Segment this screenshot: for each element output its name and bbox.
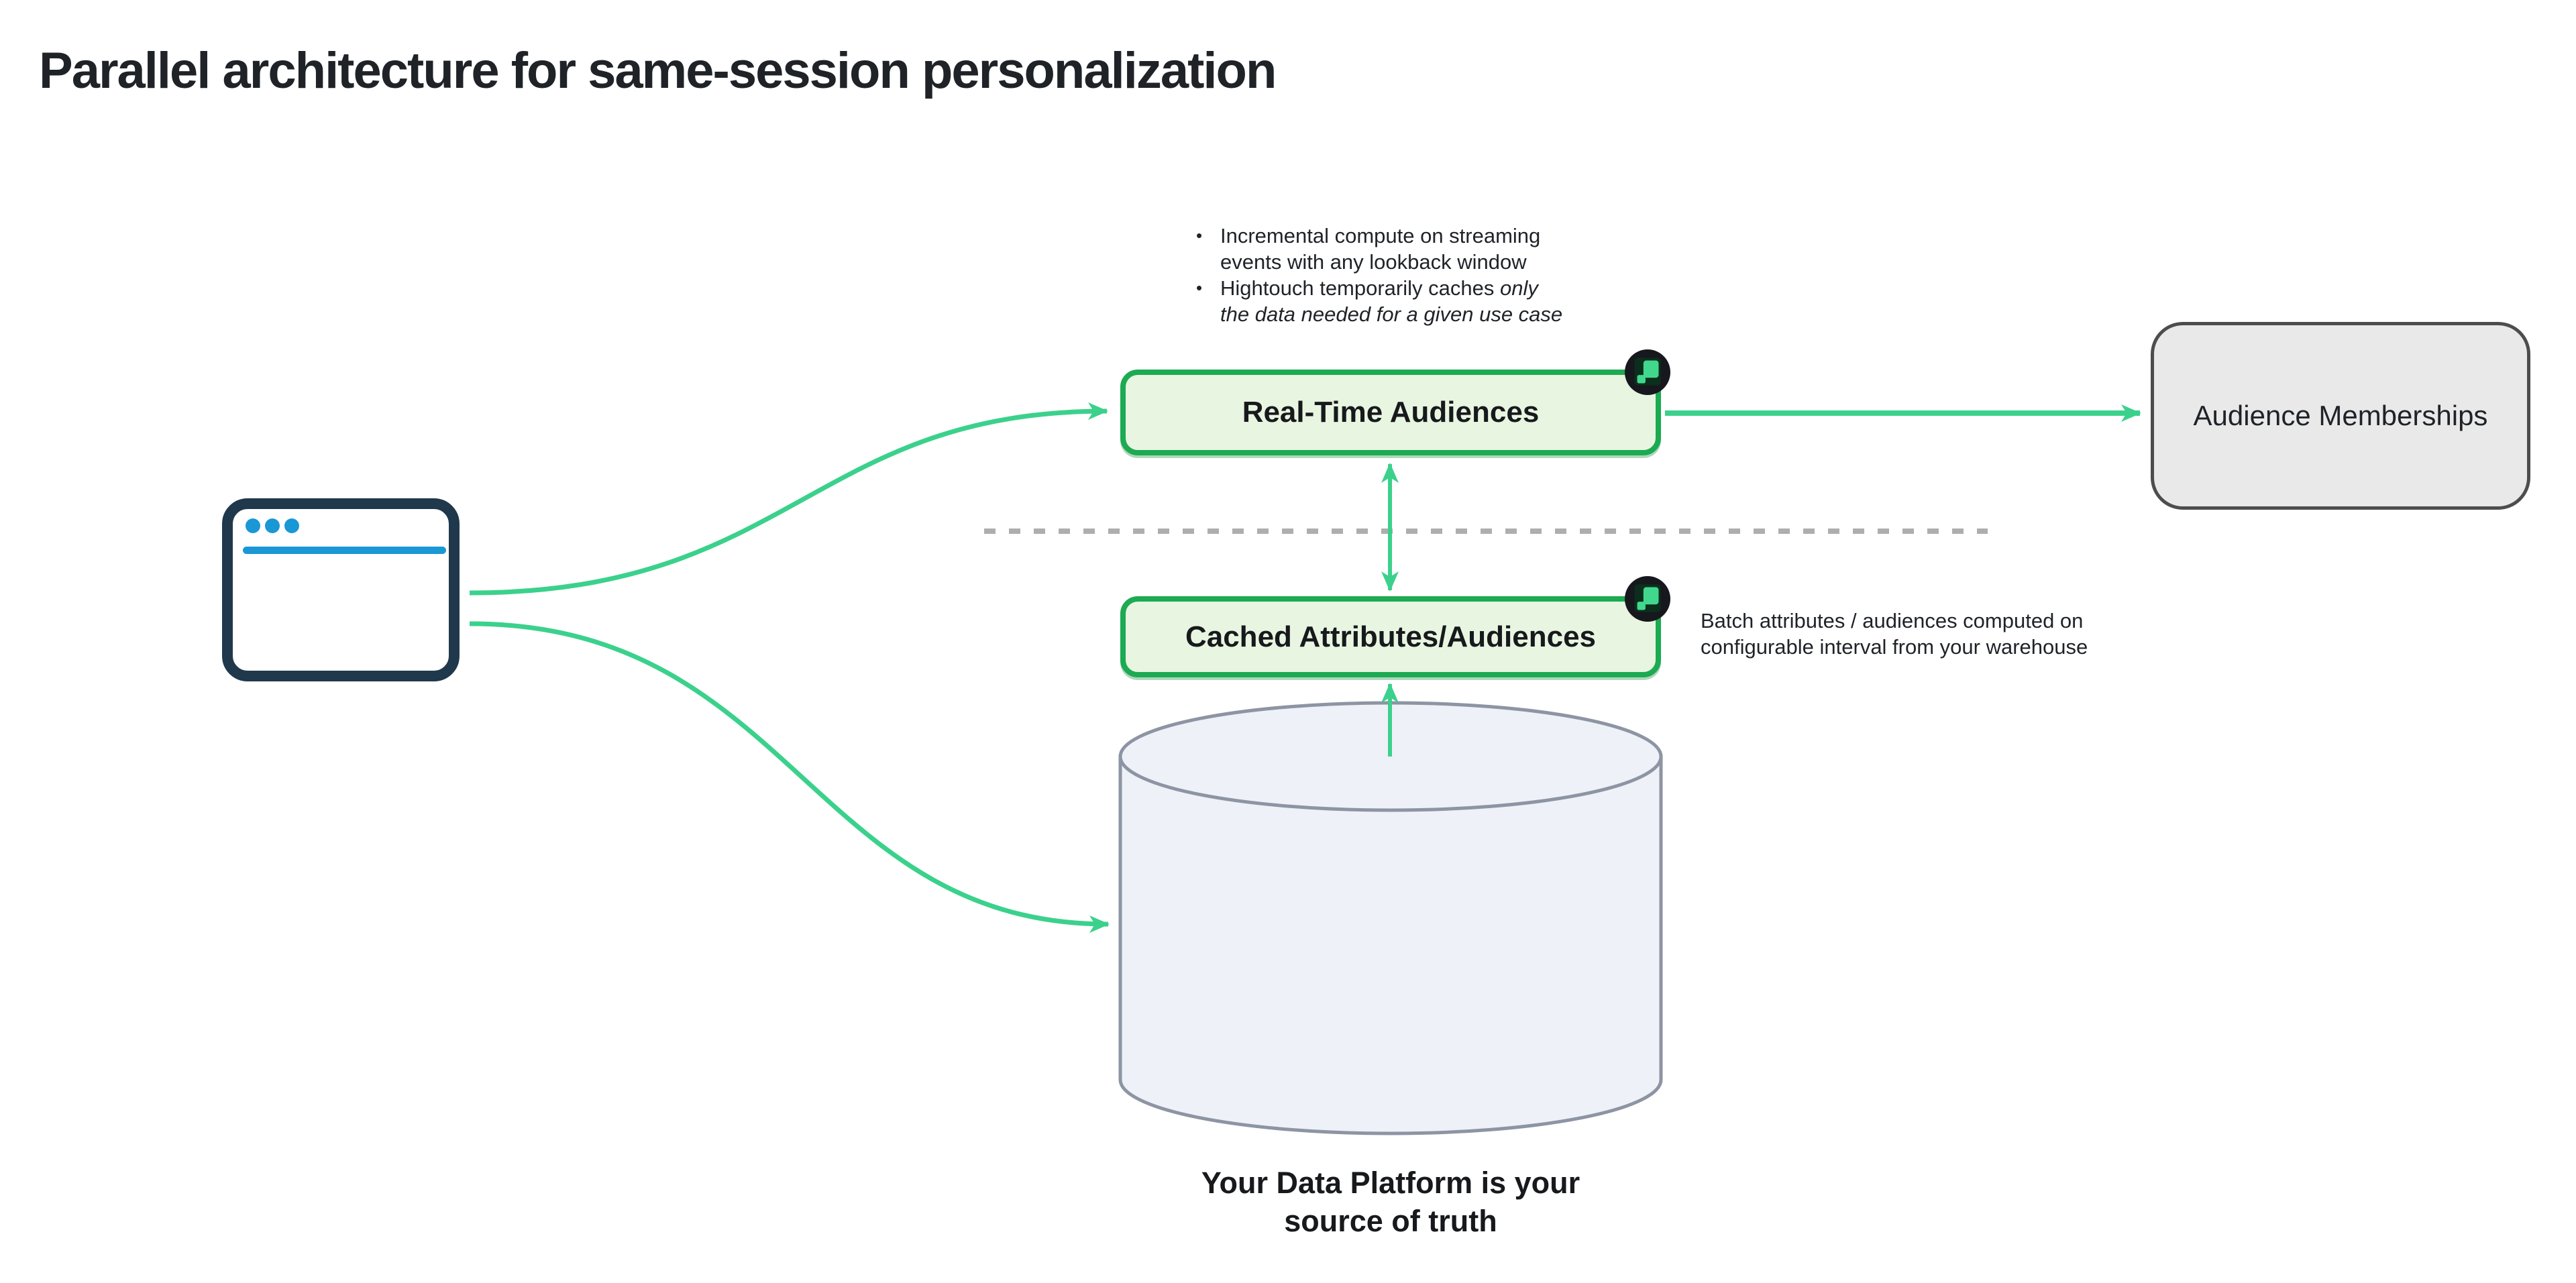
browser-window-icon bbox=[222, 498, 460, 681]
audience-memberships-box: Audience Memberships bbox=[2151, 322, 2530, 510]
batch-compute-note: Batch attributes / audiences computed on… bbox=[1701, 608, 2088, 660]
note-text-italic: only bbox=[1499, 276, 1538, 300]
caption-line: source of truth bbox=[1284, 1204, 1497, 1238]
browser-dot-icon bbox=[265, 518, 280, 533]
page-title: Parallel architecture for same-session p… bbox=[39, 42, 1277, 99]
realtime-notes: • Incremental compute on streaming event… bbox=[1196, 223, 1639, 327]
browser-dot-icon bbox=[246, 518, 260, 533]
note-text: configurable interval from your warehous… bbox=[1701, 635, 2088, 659]
note-text-italic: the data needed for a given use case bbox=[1220, 302, 1563, 326]
realtime-audiences-box: Real-Time Audiences bbox=[1120, 370, 1661, 455]
browser-dot-icon bbox=[284, 518, 299, 533]
arrow-browser-to-realtime bbox=[469, 402, 1108, 596]
caption-line: Your Data Platform is your bbox=[1201, 1166, 1580, 1200]
browser-addressbar-icon bbox=[243, 547, 446, 554]
database-cylinder-icon bbox=[1118, 701, 1663, 1135]
data-platform-caption: Your Data Platform is your source of tru… bbox=[1120, 1164, 1661, 1240]
bullet-marker: • bbox=[1196, 225, 1203, 245]
note-incremental-compute: • Incremental compute on streaming event… bbox=[1196, 223, 1639, 275]
bullet-marker: • bbox=[1196, 278, 1203, 298]
cached-attributes-label: Cached Attributes/Audiences bbox=[1185, 620, 1597, 653]
realtime-audiences-label: Real-Time Audiences bbox=[1242, 396, 1540, 429]
hightouch-logo-icon bbox=[1625, 349, 1670, 395]
note-text: Batch attributes / audiences computed on bbox=[1701, 609, 2084, 632]
note-text: Hightouch temporarily caches bbox=[1220, 276, 1500, 300]
note-text: Incremental compute on streaming bbox=[1220, 224, 1541, 247]
hightouch-logo-icon bbox=[1625, 576, 1670, 622]
note-temporary-cache: • Hightouch temporarily caches only the … bbox=[1196, 275, 1639, 327]
arrow-browser-to-warehouse bbox=[469, 621, 1110, 933]
note-text: events with any lookback window bbox=[1220, 250, 1527, 274]
audience-memberships-label: Audience Memberships bbox=[2193, 400, 2488, 431]
cached-attributes-box: Cached Attributes/Audiences bbox=[1120, 596, 1661, 677]
